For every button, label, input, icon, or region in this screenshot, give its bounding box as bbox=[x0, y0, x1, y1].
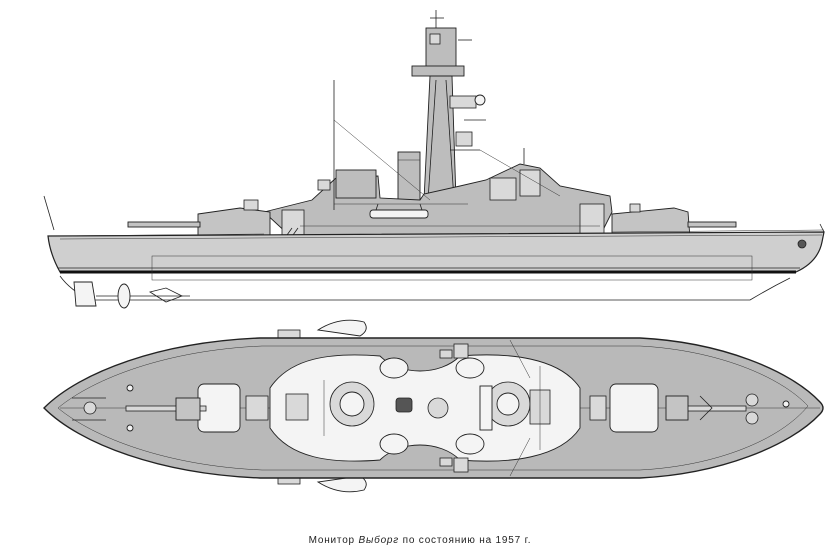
plan-view bbox=[43, 319, 824, 493]
stern-fittings bbox=[72, 384, 134, 432]
ship-drawing bbox=[43, 10, 825, 493]
propeller bbox=[73, 281, 190, 309]
side-guns bbox=[439, 343, 469, 473]
forward-turret bbox=[611, 203, 737, 239]
aft-turret-plan bbox=[125, 395, 269, 421]
caption-prefix: Монитор bbox=[308, 535, 355, 546]
hull-side bbox=[43, 195, 825, 301]
side-profile bbox=[43, 10, 825, 309]
fwd-turret-plan bbox=[589, 395, 747, 421]
bow-fittings bbox=[699, 393, 790, 425]
fwd-deckhouse bbox=[609, 383, 659, 433]
superstructure bbox=[263, 80, 613, 257]
caption-ship-name: Выборг bbox=[358, 535, 400, 546]
caption: Монитор Выборг по состоянию на 1957 г. bbox=[0, 535, 840, 546]
aft-turret bbox=[127, 199, 271, 239]
caption-suffix: по состоянию на 1957 г. bbox=[402, 535, 532, 546]
central-island bbox=[269, 339, 581, 477]
mast bbox=[411, 10, 486, 201]
